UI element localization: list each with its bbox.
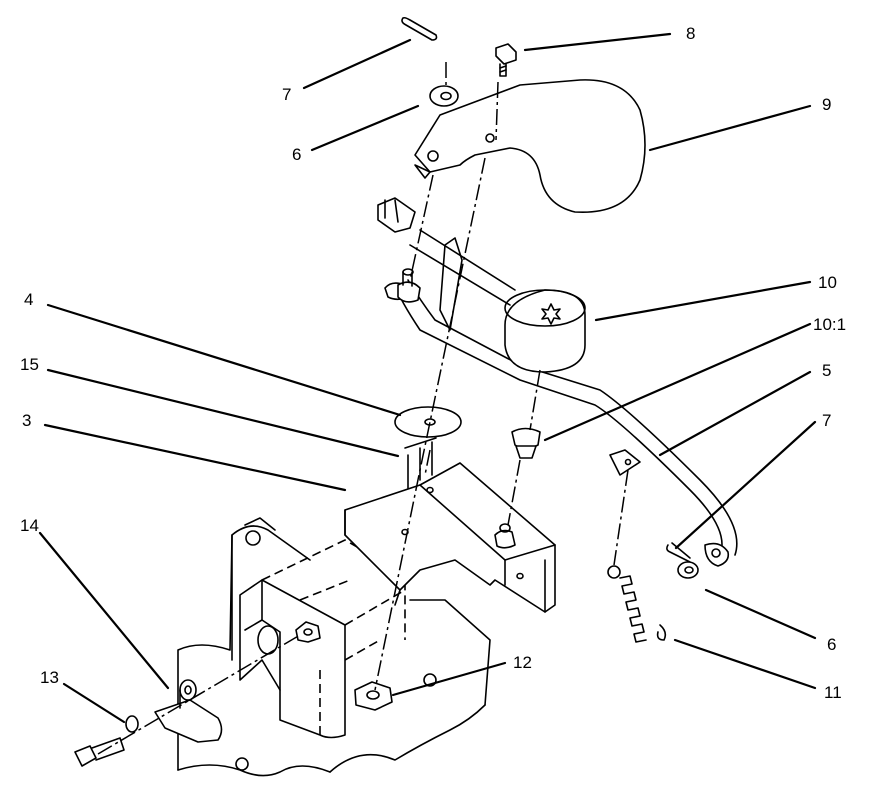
callout-4: 4 [24,290,33,309]
callout-5: 5 [822,361,831,380]
callout-12: 12 [513,653,532,672]
cotter-pin-top [401,16,438,41]
nut-12 [354,681,393,711]
callout-14: 14 [20,516,39,535]
spring [607,565,667,643]
callout-9: 9 [822,95,831,114]
callout-7-lower: 7 [822,411,831,430]
e-clip [404,437,437,489]
bolt-8 [495,43,517,77]
callout-7-top: 7 [282,85,291,104]
cotter-pin-lower [666,542,691,563]
pivot-bushing [154,679,223,743]
cam-knob [504,289,586,373]
mounting-plate [344,462,556,613]
callout-10-1: 10:1 [813,315,846,334]
assembly-lines [97,62,629,755]
mounting-bracket [239,539,406,739]
callout-13: 13 [40,668,59,687]
washer-6-lower [677,561,699,579]
callout-10: 10 [818,273,837,292]
callout-labels: 7 8 9 6 10 4 10:1 15 5 3 7 14 6 12 13 11 [20,24,846,702]
washer-6-top [429,85,459,107]
bolt-13 [74,715,139,767]
callout-11: 11 [824,683,842,702]
pivot-pin [397,268,421,303]
plate-clip [494,529,516,549]
callout-15: 15 [20,355,39,374]
bushing [511,427,541,459]
callout-6-top: 6 [292,145,301,164]
callout-6-lower: 6 [827,635,836,654]
bracket-nut [295,621,321,643]
control-plate [414,79,646,214]
leader-lines [38,32,817,724]
connector [377,197,416,233]
callout-8: 8 [686,24,695,43]
callout-3: 3 [22,411,31,430]
